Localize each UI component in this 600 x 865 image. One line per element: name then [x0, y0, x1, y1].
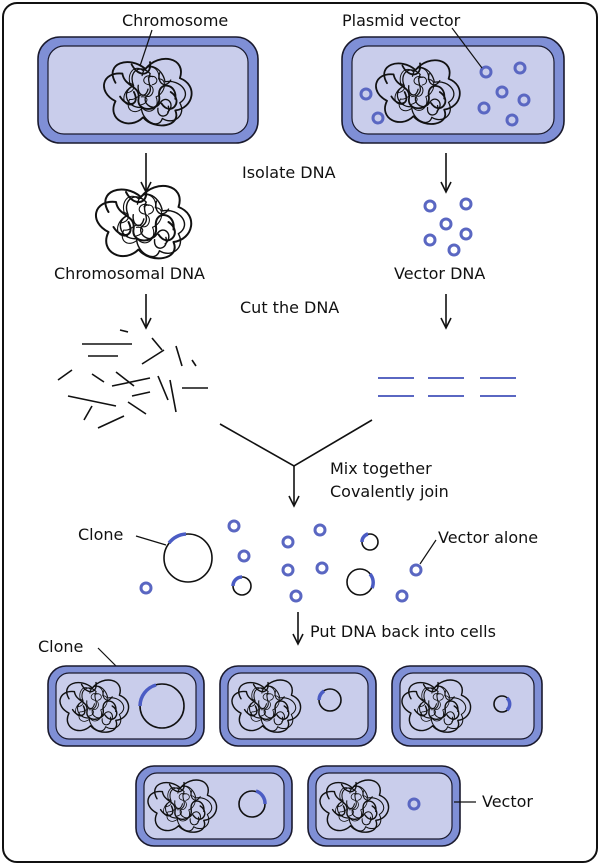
plasmid: [359, 87, 373, 101]
isolated-vector-dna: [423, 197, 473, 257]
ligation-products: [139, 519, 423, 603]
clone-label-top: Clone: [78, 525, 123, 544]
vector-dna-label: Vector DNA: [394, 264, 485, 283]
clone-label-bottom: Clone: [38, 637, 83, 656]
arrow-transform: [292, 612, 304, 646]
plasmid-vector-label: Plasmid vector: [342, 11, 461, 30]
chromosomal-dna-label: Chromosomal DNA: [54, 264, 205, 283]
transformed-cell-clone-mid: [135, 765, 293, 847]
plasmid: [477, 101, 491, 115]
put-dna-back-label: Put DNA back into cells: [310, 622, 496, 641]
plasmid: [517, 93, 531, 107]
isolate-dna-label: Isolate DNA: [242, 163, 336, 182]
plasmid: [513, 61, 527, 75]
vector-label: Vector: [482, 792, 533, 811]
arrow-isolate-right: [440, 153, 452, 194]
vector-host-cell: [341, 36, 565, 144]
clone-molecule: [163, 532, 213, 583]
clone-leader-top: [135, 535, 167, 546]
arrow-cut-right: [440, 294, 452, 330]
plasmid: [479, 65, 493, 79]
plasmid: [495, 85, 509, 99]
plasmid: [505, 113, 519, 127]
arrow-cut-left: [140, 294, 152, 330]
merge-arrow: [219, 419, 373, 508]
chromosome-label: Chromosome: [122, 11, 228, 30]
transformed-cell-vector-only: [307, 765, 461, 847]
mix-together-label: Mix together: [330, 459, 432, 478]
vector-fragments: [378, 377, 516, 397]
plasmid-leader: [451, 27, 483, 69]
chromosome-leader: [139, 29, 153, 67]
vector-alone-label: Vector alone: [438, 528, 538, 547]
transformed-cell-clone-small: [391, 665, 543, 747]
clone-leader-bottom: [97, 647, 117, 667]
transformed-cell-clone-medium: [219, 665, 377, 747]
transformed-cell-clone-large: [47, 665, 205, 747]
donor-cell: [37, 36, 259, 144]
cut-the-dna-label: Cut the DNA: [240, 298, 339, 317]
covalently-join-label: Covalently join: [330, 482, 449, 501]
vector-alone-leader: [419, 539, 437, 565]
chromosomal-fragments: [57, 329, 208, 429]
plasmid: [371, 111, 385, 125]
